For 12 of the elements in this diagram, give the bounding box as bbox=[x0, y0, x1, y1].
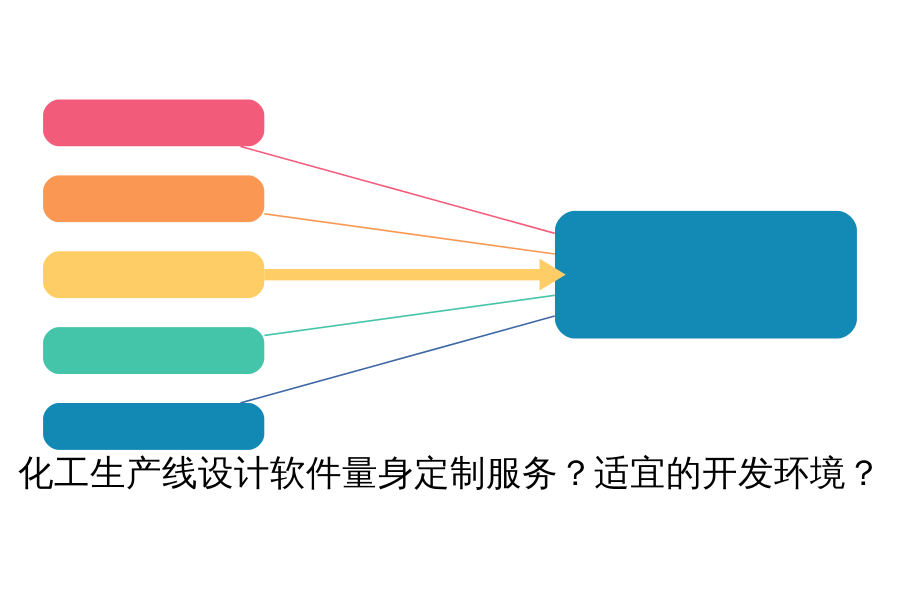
node-box bbox=[554, 210, 857, 338]
connector bbox=[264, 294, 555, 336]
node-bar bbox=[43, 250, 264, 298]
connector bbox=[264, 212, 555, 254]
connector bbox=[240, 145, 555, 234]
node-bar bbox=[43, 402, 264, 450]
node-bar bbox=[43, 174, 264, 222]
arrow bbox=[264, 258, 566, 290]
caption: 化工生产线设计软件量身定制服务？适宜的开发环境？ bbox=[18, 452, 882, 494]
node-bar bbox=[43, 326, 264, 374]
connector bbox=[240, 314, 555, 404]
node-bar bbox=[43, 98, 264, 146]
